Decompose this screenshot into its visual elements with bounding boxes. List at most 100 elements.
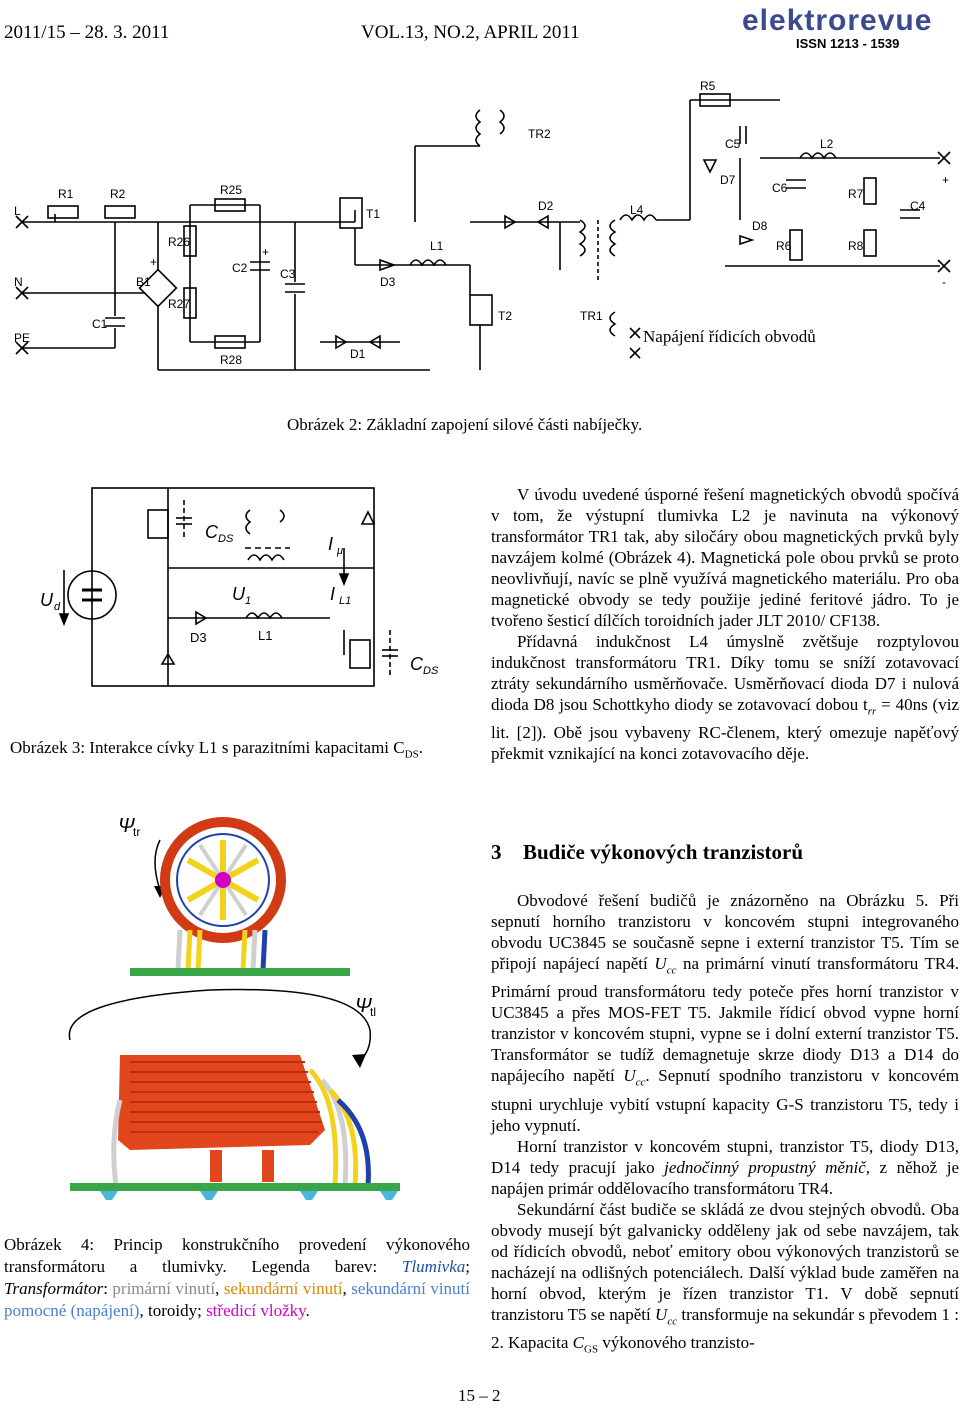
legend-transformator: Transformátor xyxy=(4,1279,104,1298)
fig2-label: PE xyxy=(14,331,30,345)
figure-4-illustration: Ψ tr Ψ tl xyxy=(68,815,400,1200)
paragraph-text: Horní tranzistor v koncovém stupni, tran… xyxy=(491,1136,959,1177)
subscript: cc xyxy=(635,1076,646,1089)
fig4-caption-text: Obrázek 4: Princip konstrukčního provede… xyxy=(4,1235,470,1276)
fig2-label: D8 xyxy=(752,219,768,233)
legend-center: středicí vložky xyxy=(206,1301,306,1320)
paragraph-text: na primární vinutí transformátoru TR4. P… xyxy=(491,954,959,1086)
fig3-cds-top-sub: DS xyxy=(218,533,234,545)
paragraph: Přídavná indukčnost L4 úmyslně zvětšuje … xyxy=(491,631,959,764)
logo-issn: ISSN 1213 - 1539 xyxy=(796,36,900,51)
fig2-label: - xyxy=(942,275,946,289)
fig2-label: T1 xyxy=(366,207,380,221)
fig2-label: R6 xyxy=(776,239,792,253)
fig3-cds-top: C xyxy=(205,522,219,542)
fig2-label: L4 xyxy=(630,203,644,217)
fig2-label: R27 xyxy=(168,297,190,311)
fig2-label: TR1 xyxy=(580,309,603,323)
fig4-caption: Obrázek 4: Princip konstrukčního provede… xyxy=(4,1234,470,1322)
paragraph: Horní tranzistor v koncovém stupni, tran… xyxy=(491,1136,959,1199)
logo-text: elektrorevue xyxy=(742,4,933,37)
fig2-label: C1 xyxy=(92,317,108,331)
figure-3-schematic: U d C DS U 1 I μ I L1 D3 L1 C DS xyxy=(40,487,439,687)
paragraph-text: . Sepnutí spodního tranzistoru v koncové… xyxy=(491,1066,959,1135)
fig3-imu-sub: μ xyxy=(336,545,343,557)
fig3-d3: D3 xyxy=(190,630,207,645)
symbol: C xyxy=(572,1333,584,1353)
symbol: U xyxy=(654,954,667,973)
fig2-label: R1 xyxy=(58,187,74,201)
paragraph-text: Obvodové řešení budičů je znázorněno na … xyxy=(491,891,959,973)
fig2-label: R28 xyxy=(220,353,242,367)
symbol: U xyxy=(655,1304,668,1324)
fig2-label: D3 xyxy=(380,275,396,289)
fig2-label: C6 xyxy=(772,181,788,195)
paragraph-text: transformuje na sekundár s převodem 1 : … xyxy=(491,1304,959,1353)
paragraph-text: = 40ns (viz lit. [2]). Obě jsou vybaveny… xyxy=(491,695,959,764)
subscript: rr xyxy=(867,705,877,718)
page-number: 15 – 2 xyxy=(458,1386,501,1405)
subscript: cc xyxy=(666,964,677,977)
header-dates: 2011/15 – 28. 3. 2011 xyxy=(4,22,170,43)
fig2-label: C2 xyxy=(232,261,248,275)
fig2-label: + xyxy=(150,255,157,269)
paragraph: Sekundární část budiče se skládá ze dvou… xyxy=(491,1199,959,1361)
fig3-caption-end: . xyxy=(418,738,423,757)
legend-aux: sekundární vinutí pomocné (napájení) xyxy=(4,1279,470,1320)
legend-sep: , xyxy=(342,1279,352,1298)
fig2-label: R26 xyxy=(168,235,190,249)
psi-tl-label: Ψ xyxy=(355,995,372,1017)
legend-sep: , xyxy=(215,1279,224,1298)
fig3-cds-bot-sub: DS xyxy=(423,665,439,677)
text-column-upper: V úvodu uvedené úsporné řešení magnetick… xyxy=(491,484,959,764)
fig2-label: D2 xyxy=(538,199,554,213)
legend-primary: primární vinutí xyxy=(112,1279,216,1298)
fig3-cds-bot: C xyxy=(410,654,424,674)
psi-tr-sub: tr xyxy=(133,825,140,839)
fig2-label: L1 xyxy=(430,239,444,253)
fig2-label: L xyxy=(14,204,21,218)
fig2-label: L2 xyxy=(820,137,834,151)
fig3-l1: L1 xyxy=(258,628,272,643)
fig2-label: B1 xyxy=(136,275,151,289)
paragraph-text: Přídavná indukčnost L4 úmyslně zvětšuje … xyxy=(491,632,959,714)
paragraph-text: , z něhož je napájen primár oddělovacího… xyxy=(491,1157,959,1198)
legend-tlumivka: Tlumivka xyxy=(401,1257,466,1276)
legend-sep: . xyxy=(305,1301,310,1320)
legend-sep: ; xyxy=(465,1257,470,1276)
psi-tl-sub: tl xyxy=(370,1005,376,1019)
psi-tr-label: Ψ xyxy=(118,815,135,837)
section-number: 3 xyxy=(491,840,502,864)
fig3-il1-sub: L1 xyxy=(339,595,351,607)
legend-secondary: sekundární vinutí xyxy=(223,1279,343,1298)
journal-logo: elektrorevue ISSN 1213 - 1539 xyxy=(742,4,956,51)
symbol: U xyxy=(623,1066,636,1086)
text-column-lower: Obvodové řešení budičů je znázorněno na … xyxy=(491,890,959,1361)
header-volume: VOL.13, NO.2, APRIL 2011 xyxy=(361,22,580,43)
fig2-label: R5 xyxy=(700,80,716,93)
fig2-label: T2 xyxy=(498,309,512,323)
fig2-label: TR2 xyxy=(528,127,551,141)
fig3-caption-main: Obrázek 3: Interakce cívky L1 s parazitn… xyxy=(10,738,405,757)
fig2-label: R2 xyxy=(110,187,126,201)
legend-sep: , toroidy; xyxy=(139,1301,207,1320)
subscript: cc xyxy=(667,1315,678,1328)
paragraph-text: výkonového tranzisto- xyxy=(598,1333,755,1353)
fig3-ud-sub: d xyxy=(54,601,61,613)
fig3-u1-sub: 1 xyxy=(245,595,251,607)
fig2-label: C4 xyxy=(910,199,926,213)
fig3-caption-sub: DS xyxy=(404,748,419,761)
fig2-label: C5 xyxy=(725,137,741,151)
fig2-label: + xyxy=(262,245,269,259)
subscript: GS xyxy=(584,1343,599,1356)
legend-sep: : xyxy=(103,1279,113,1298)
paragraph: V úvodu uvedené úsporné řešení magnetick… xyxy=(491,485,959,630)
fig2-label: R25 xyxy=(220,183,242,197)
figure-2-schematic: L N PE R1 R2 C1 B1 R25 R26 R27 R28 C2 C3… xyxy=(14,80,951,371)
section-heading: 3 Budiče výkonových tranzistorů xyxy=(491,840,803,865)
paragraph-text: Sekundární část budiče se skládá ze dvou… xyxy=(491,1199,959,1324)
section-title: Budiče výkonových tranzistorů xyxy=(523,840,804,864)
fig2-label: R8 xyxy=(848,239,864,253)
fig3-il1: I xyxy=(330,584,335,604)
fig2-caption: Obrázek 2: Základní zapojení silové část… xyxy=(287,415,643,434)
